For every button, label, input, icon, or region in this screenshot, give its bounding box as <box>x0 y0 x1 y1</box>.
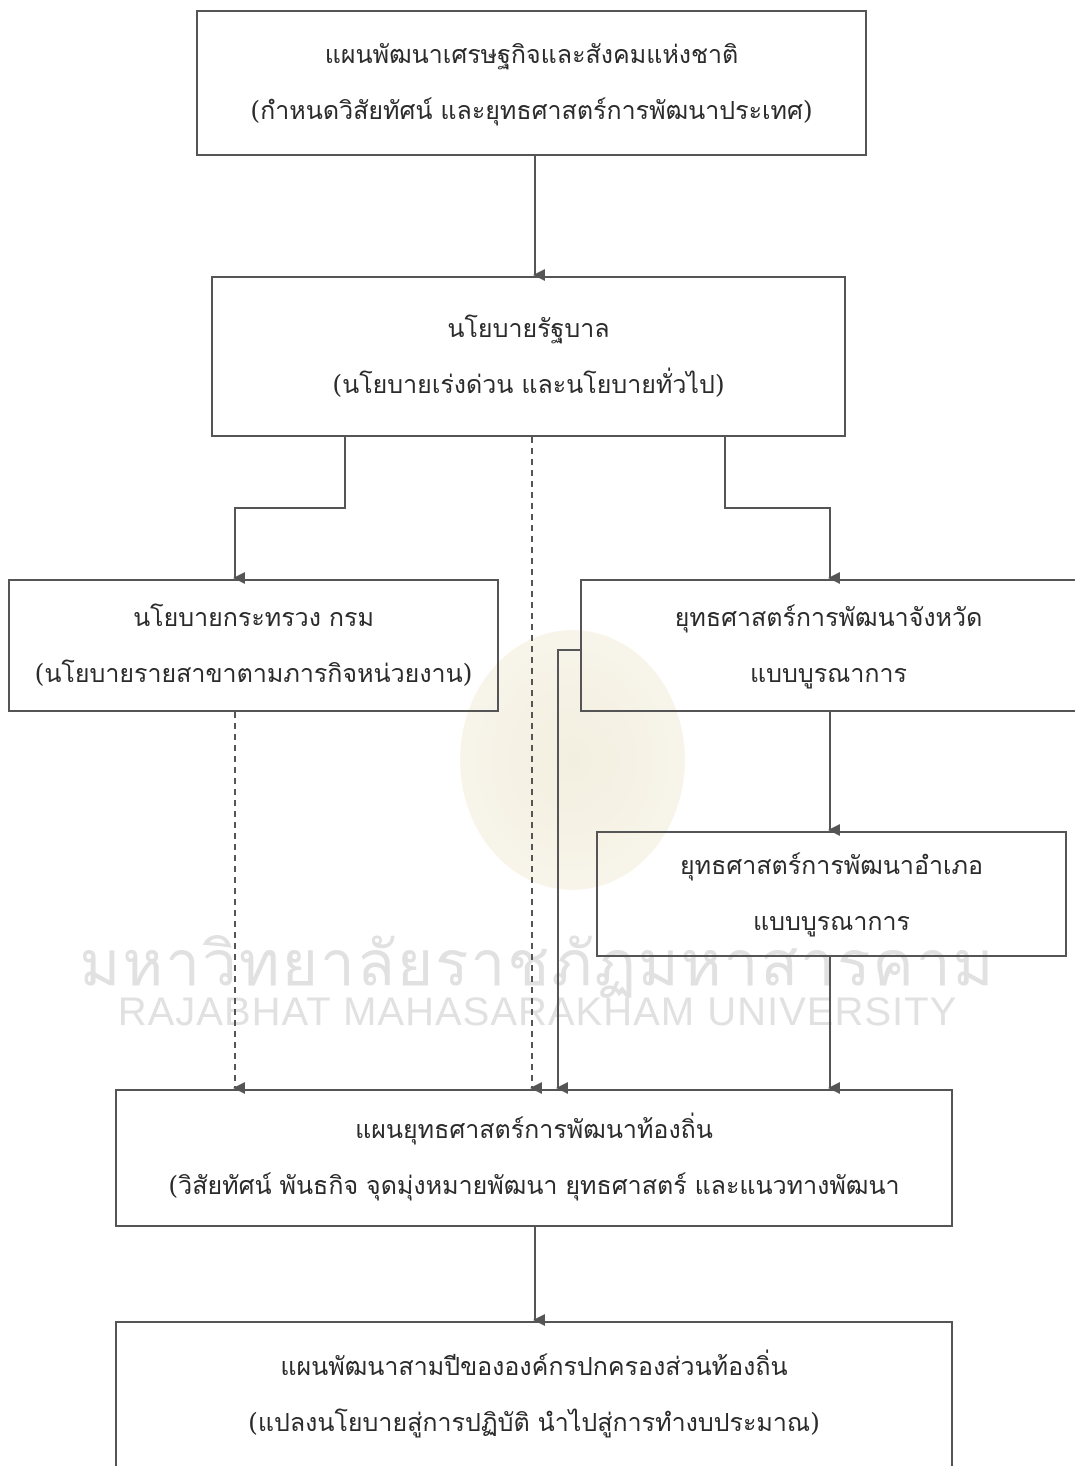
province-strategy-subtitle: แบบบูรณาการ <box>750 658 907 688</box>
three-year-plan-box: แผนพัฒนาสามปีขององค์กรปกครองส่วนท้องถิ่น… <box>115 1321 953 1466</box>
government-policy-title: นโยบายรัฐบาล <box>447 313 610 343</box>
government-policy-box: นโยบายรัฐบาล (นโยบายเร่งด่วน และนโยบายทั… <box>211 276 846 437</box>
arrow-government-to-ministry <box>233 437 346 584</box>
arrow-province-to-local <box>556 649 580 1094</box>
district-strategy-subtitle: แบบบูรณาการ <box>753 907 910 936</box>
ministry-policy-title: นโยบายกระทรวง กรม <box>133 602 374 632</box>
local-strategy-plan-title: แผนยุทธศาสตร์การพัฒนาท้องถิ่น <box>355 1115 713 1144</box>
national-plan-title: แผนพัฒนาเศรษฐกิจและสังคมแห่งชาติ <box>324 40 739 69</box>
government-policy-subtitle: (นโยบายเร่งด่วน และนโยบายทั่วไป) <box>332 369 725 399</box>
district-strategy-box: ยุทธศาสตร์การพัฒนาอำเภอ แบบบูรณาการ <box>596 831 1067 957</box>
three-year-plan-subtitle: (แปลงนโยบายสู่การปฏิบัติ นำไปสู่การทำงบป… <box>248 1407 820 1437</box>
local-strategy-plan-subtitle: (วิสัยทัศน์ พันธกิจ จุดมุ่งหมายพัฒนา ยุท… <box>168 1171 900 1200</box>
national-plan-box: แผนพัฒนาเศรษฐกิจและสังคมแห่งชาติ (กำหนดว… <box>196 10 867 156</box>
local-strategy-plan-box: แผนยุทธศาสตร์การพัฒนาท้องถิ่น (วิสัยทัศน… <box>115 1089 953 1227</box>
national-plan-subtitle: (กำหนดวิสัยทัศน์ และยุทธศาสตร์การพัฒนาปร… <box>250 96 813 125</box>
province-strategy-box: ยุทธศาสตร์การพัฒนาจังหวัด แบบบูรณาการ <box>580 579 1075 712</box>
ministry-policy-subtitle: (นโยบายรายสาขาตามภารกิจหน่วยงาน) <box>34 658 473 688</box>
ministry-policy-box: นโยบายกระทรวง กรม (นโยบายรายสาขาตามภารกิ… <box>8 579 499 712</box>
district-strategy-title: ยุทธศาสตร์การพัฒนาอำเภอ <box>679 851 984 880</box>
three-year-plan-title: แผนพัฒนาสามปีขององค์กรปกครองส่วนท้องถิ่น <box>280 1351 788 1381</box>
province-strategy-title: ยุทธศาสตร์การพัฒนาจังหวัด <box>674 602 983 632</box>
arrow-government-to-province <box>724 437 840 584</box>
